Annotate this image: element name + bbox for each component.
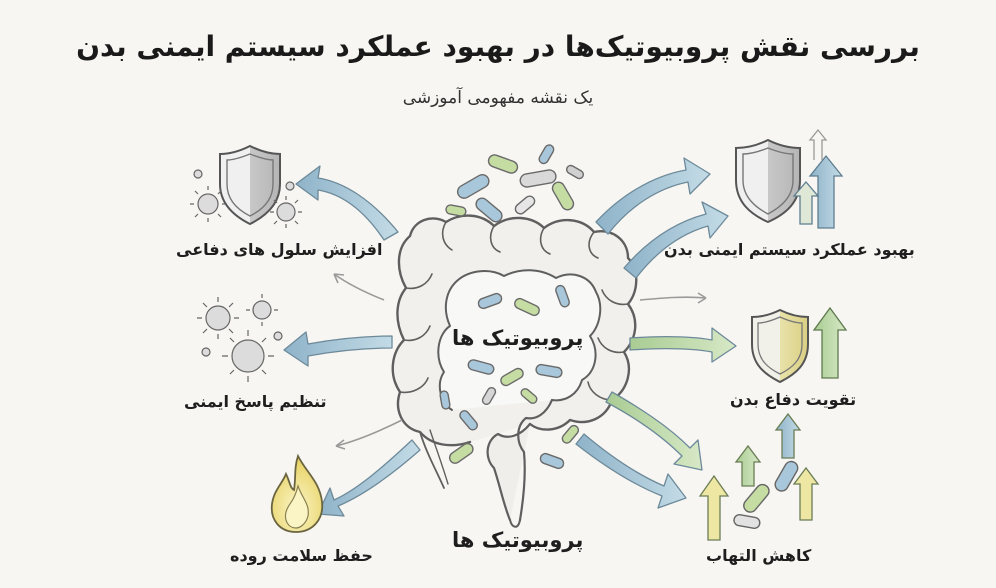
up-arrow-icon bbox=[812, 306, 848, 379]
label-immune-cells: افزایش سلول های دفاعی bbox=[176, 240, 383, 259]
label-body-defense: تقویت دفاع بدن bbox=[730, 390, 857, 409]
label-immune-response: تنظیم پاسخ ایمنی bbox=[184, 392, 327, 411]
flame-icon bbox=[270, 453, 324, 533]
virus-icon bbox=[197, 294, 283, 382]
probiotic-capsule-icon bbox=[733, 460, 799, 529]
shield-icon bbox=[751, 308, 809, 384]
up-arrows-icon bbox=[792, 128, 844, 229]
up-arrows-icon bbox=[698, 412, 820, 541]
page-subtitle: یک نقشه مفهومی آموزشی bbox=[402, 88, 594, 108]
virus-icon bbox=[190, 169, 302, 228]
shield-icon bbox=[219, 144, 281, 226]
probiotic-bacteria bbox=[439, 144, 585, 470]
label-inflammation: کاهش التهاب bbox=[706, 546, 812, 565]
shield-icon bbox=[735, 138, 801, 224]
label-immune-function: بهبود عملکرد سیستم ایمنی بدن bbox=[664, 240, 915, 259]
arrows-right bbox=[575, 157, 737, 509]
bottom-label: پروبیوتیک ها bbox=[452, 528, 584, 552]
label-gut-health: حفظ سلامت روده bbox=[230, 546, 373, 565]
center-label: پروبیوتیک ها bbox=[452, 326, 584, 350]
arrows-left bbox=[283, 165, 421, 517]
page-title: بررسی نقش پروبیوتیک‌ها در بهبود عملکرد س… bbox=[76, 30, 920, 63]
